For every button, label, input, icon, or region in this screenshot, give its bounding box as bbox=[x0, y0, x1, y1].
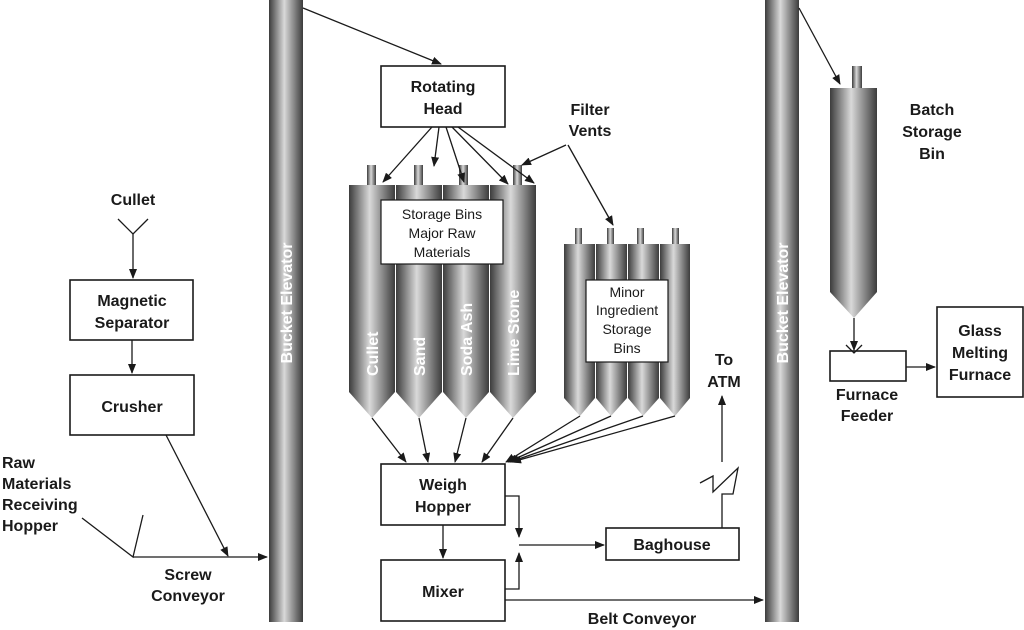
svg-text:Vents: Vents bbox=[569, 123, 612, 140]
svg-text:Glass: Glass bbox=[958, 323, 1002, 340]
bucket-elevator-left: Bucket Elevator bbox=[269, 0, 303, 622]
svg-text:Furnace: Furnace bbox=[836, 387, 898, 404]
rotating-head-box: Rotating Head bbox=[380, 65, 506, 128]
svg-text:Receiving: Receiving bbox=[2, 497, 78, 514]
exhaust-fan bbox=[699, 466, 740, 505]
svg-text:Crusher: Crusher bbox=[101, 399, 162, 416]
bucket-elevator-left-label: Bucket Elevator bbox=[279, 243, 296, 364]
cullet-funnel bbox=[117, 218, 149, 235]
rotating-head-label-1: Rotating bbox=[411, 79, 476, 96]
mixer-box: Mixer bbox=[380, 559, 506, 622]
minor-storage-silos: Minor Ingredient Storage Bins bbox=[564, 228, 690, 416]
major-bins-label-2: Major Raw bbox=[409, 225, 477, 241]
svg-text:Raw: Raw bbox=[2, 455, 35, 472]
svg-text:Screw: Screw bbox=[164, 567, 212, 584]
svg-text:Magnetic: Magnetic bbox=[97, 293, 166, 310]
filter-vents-label: Filter Vents bbox=[569, 102, 612, 140]
svg-text:Melting: Melting bbox=[952, 345, 1008, 362]
magnetic-separator-box: Magnetic Separator bbox=[69, 279, 194, 341]
svg-text:Materials: Materials bbox=[2, 476, 71, 493]
silo-label-cullet: Cullet bbox=[365, 331, 382, 376]
minor-bins-label-2: Ingredient bbox=[596, 302, 658, 318]
batch-storage-label-3: Bin bbox=[919, 146, 945, 163]
raw-hopper-funnel bbox=[81, 514, 144, 559]
batch-storage-label-2: Storage bbox=[902, 124, 962, 141]
batch-storage-label-1: Batch bbox=[910, 102, 954, 119]
svg-text:Baghouse: Baghouse bbox=[633, 537, 710, 554]
cullet-input-label: Cullet bbox=[111, 192, 156, 209]
glass-melting-furnace-box: Glass Melting Furnace bbox=[936, 306, 1024, 398]
screw-conveyor-label: Screw Conveyor bbox=[151, 567, 225, 605]
silo-label-sand: Sand bbox=[412, 337, 429, 376]
raw-materials-hopper-label: Raw Materials Receiving Hopper bbox=[2, 455, 78, 535]
crusher-box: Crusher bbox=[69, 374, 195, 436]
rotating-head-label-2: Head bbox=[423, 101, 462, 118]
batch-storage-bin: Batch Storage Bin bbox=[830, 66, 962, 318]
svg-text:Hopper: Hopper bbox=[415, 499, 471, 516]
svg-text:Weigh: Weigh bbox=[419, 477, 467, 494]
svg-text:Separator: Separator bbox=[95, 315, 170, 332]
svg-text:Hopper: Hopper bbox=[2, 518, 58, 535]
furnace-feeder-box: Furnace Feeder bbox=[829, 350, 907, 425]
svg-text:Filter: Filter bbox=[570, 102, 609, 119]
svg-text:To: To bbox=[715, 352, 734, 369]
svg-text:Conveyor: Conveyor bbox=[151, 588, 225, 605]
bucket-elevator-right-label: Bucket Elevator bbox=[775, 243, 792, 364]
baghouse-box: Baghouse bbox=[605, 527, 740, 561]
svg-text:Feeder: Feeder bbox=[841, 408, 893, 425]
svg-text:ATM: ATM bbox=[707, 374, 740, 391]
belt-conveyor-label: Belt Conveyor bbox=[588, 611, 696, 628]
minor-bins-label-4: Bins bbox=[613, 340, 640, 356]
minor-bins-label-3: Storage bbox=[602, 321, 651, 337]
bucket-elevator-right: Bucket Elevator bbox=[765, 0, 799, 622]
silo-label-lime-stone: Lime Stone bbox=[506, 290, 523, 376]
svg-text:Furnace: Furnace bbox=[949, 367, 1011, 384]
minor-bins-label-1: Minor bbox=[609, 284, 644, 300]
to-atm-label: To ATM bbox=[707, 352, 740, 391]
weigh-hopper-box: Weigh Hopper bbox=[380, 463, 506, 526]
major-storage-silos: Cullet Sand Soda Ash Lime Stone Storage … bbox=[349, 165, 536, 418]
major-bins-label-3: Materials bbox=[414, 244, 471, 260]
silo-label-soda-ash: Soda Ash bbox=[459, 303, 476, 376]
svg-text:Mixer: Mixer bbox=[422, 584, 464, 601]
major-bins-label-1: Storage Bins bbox=[402, 206, 482, 222]
